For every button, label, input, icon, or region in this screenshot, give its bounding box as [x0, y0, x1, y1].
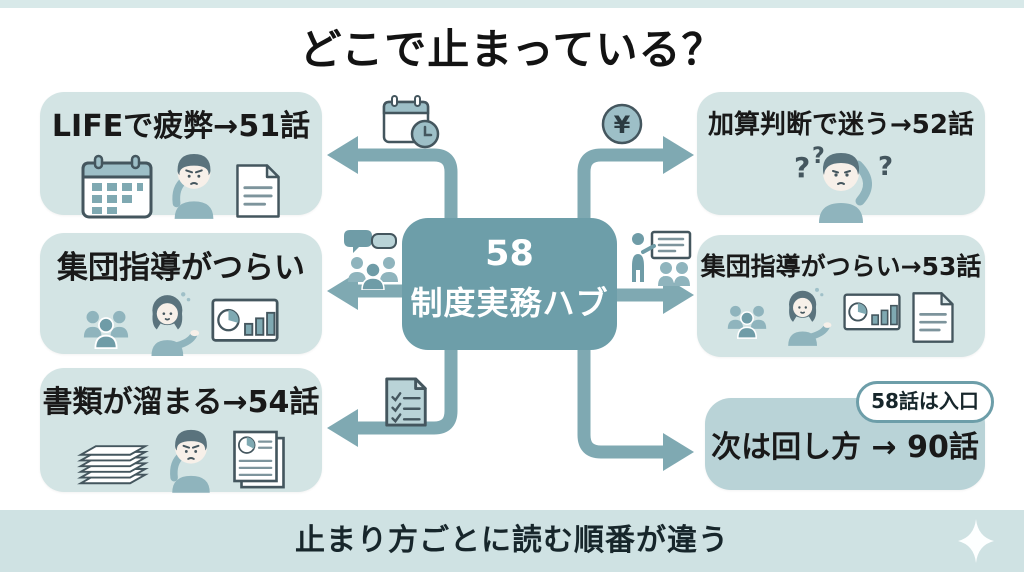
people-group-icon: [83, 309, 129, 350]
sparkle-icon: [958, 519, 994, 563]
worried-person-icon: [163, 147, 225, 219]
confused-person-icon: ? ? ?: [794, 144, 893, 223]
box-paperwork-54: 書類が溜まる→54話: [40, 368, 322, 492]
box-addon-judgement-52: 加算判断で迷う→52話 ? ? ?: [697, 92, 985, 223]
arrowhead-bottom-right: [663, 433, 694, 471]
top-accent-strip: [0, 0, 1024, 8]
question-mark-glyph: ?: [812, 144, 825, 169]
hub-58-card: 58 制度実務ハブ: [402, 218, 617, 350]
arrowhead-bottom-left: [327, 409, 358, 447]
documents-report-icon: [231, 429, 287, 491]
box-addon-judgement-52-illustration: ? ? ?: [697, 143, 985, 223]
yen-coin-icon: ¥: [601, 103, 643, 145]
box-paperwork-54-label: 書類が溜まる→54話: [42, 385, 320, 420]
arrowhead-top-left: [327, 136, 358, 174]
box-group-guidance-53-label: 集団指導がつらい→53話: [700, 252, 982, 281]
chart-board-icon: [843, 293, 901, 334]
box-life-fatigue-51: LIFEで疲弊→51話: [40, 92, 322, 215]
entry-point-badge: 58話は入口: [856, 381, 994, 423]
document-icon: [911, 291, 955, 344]
box-paperwork-54-illustration: [40, 423, 322, 493]
calendar-icon: [81, 153, 153, 219]
footer-banner: 止まり方ごとに読む順番が違う: [0, 510, 1024, 572]
box-next-step-90-label: 次は回し方 → 90話: [711, 430, 979, 465]
chat-group-icon: [344, 228, 402, 290]
page-title: どこで止まっている？: [299, 25, 725, 74]
question-mark-glyph: ?: [794, 151, 810, 184]
presenting-woman-icon: [139, 289, 201, 356]
worried-person-icon: [161, 423, 221, 493]
hub-number: 58: [485, 234, 534, 274]
arrow-top-right: [577, 148, 666, 222]
presenter-icon: [628, 230, 692, 288]
hub-label: 制度実務ハブ: [410, 284, 609, 322]
presenting-woman-icon: [777, 285, 833, 346]
footer-banner-text: 止まり方ごとに読む順番が違う: [295, 523, 729, 558]
chart-board-icon: [211, 298, 279, 346]
people-group-icon: [727, 304, 767, 340]
arrow-top-left: [354, 148, 458, 222]
box-group-guidance-53-illustration: [697, 285, 985, 346]
paper-stack-icon: [75, 430, 151, 489]
box-addon-judgement-52-label: 加算判断で迷う→52話: [708, 110, 974, 140]
box-life-fatigue-51-label: LIFEで疲弊→51話: [51, 109, 311, 144]
checklist-icon: [383, 376, 429, 428]
box-group-guidance: 集団指導がつらい: [40, 233, 322, 354]
box-life-fatigue-51-illustration: [40, 147, 322, 219]
box-group-guidance-illustration: [40, 289, 322, 356]
arrow-bottom-right: [577, 346, 666, 459]
box-next-step-90: 次は回し方 → 90話: [705, 398, 985, 490]
arrowhead-top-right: [663, 136, 694, 174]
box-group-guidance-53: 集団指導がつらい→53話: [697, 235, 985, 357]
arrow-bottom-left: [354, 346, 458, 435]
box-group-guidance-label: 集団指導がつらい: [57, 250, 305, 286]
calendar-clock-icon: [382, 94, 442, 150]
question-mark-glyph: ?: [878, 152, 893, 182]
yen-glyph: ¥: [614, 111, 631, 139]
document-icon: [235, 163, 281, 219]
